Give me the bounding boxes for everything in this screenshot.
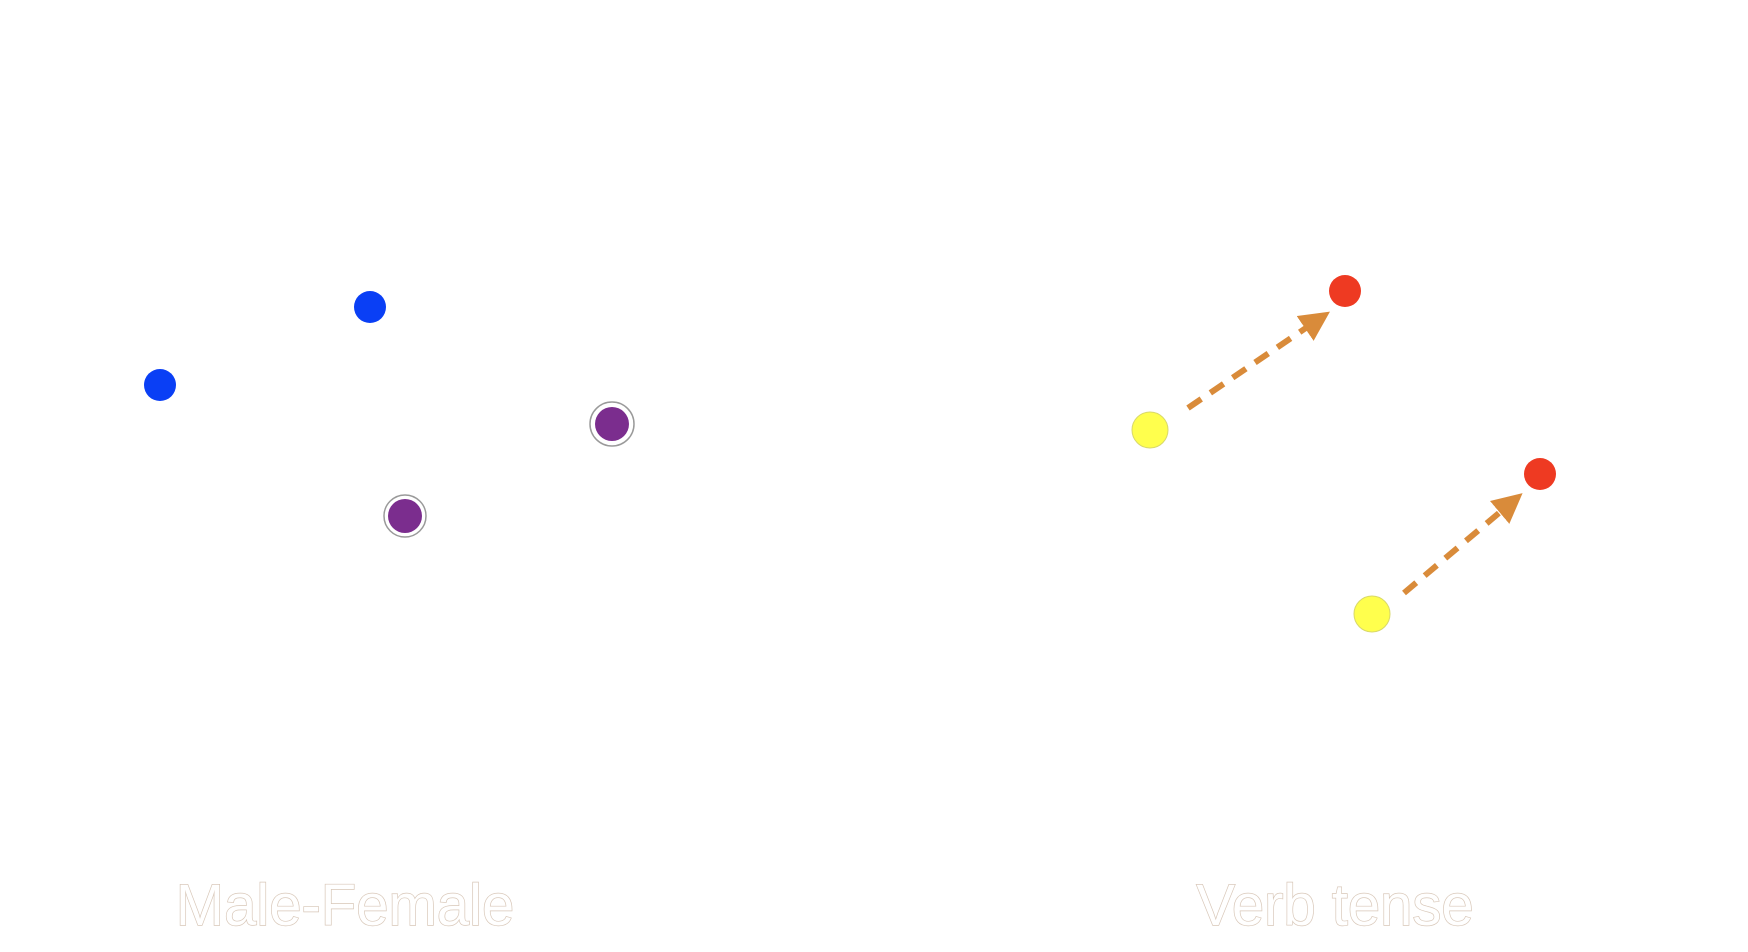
point-marker — [1329, 275, 1361, 307]
point-marker — [144, 369, 176, 401]
point-ring — [383, 494, 427, 538]
point-marker — [595, 407, 629, 441]
arrow — [1186, 311, 1330, 411]
point-marker — [1131, 411, 1169, 449]
panel-title: Verb tense — [1196, 873, 1473, 938]
point-marker — [388, 499, 422, 533]
point-marker — [354, 291, 386, 323]
point-marker — [1524, 458, 1556, 490]
panel-verb-tense: Verb tense — [1131, 275, 1556, 939]
arrow — [1402, 493, 1523, 596]
panel-male-female: Male-Female — [144, 291, 635, 939]
point-ring — [589, 401, 635, 447]
point-marker — [1353, 595, 1391, 633]
panel-title: Male-Female — [176, 873, 514, 938]
